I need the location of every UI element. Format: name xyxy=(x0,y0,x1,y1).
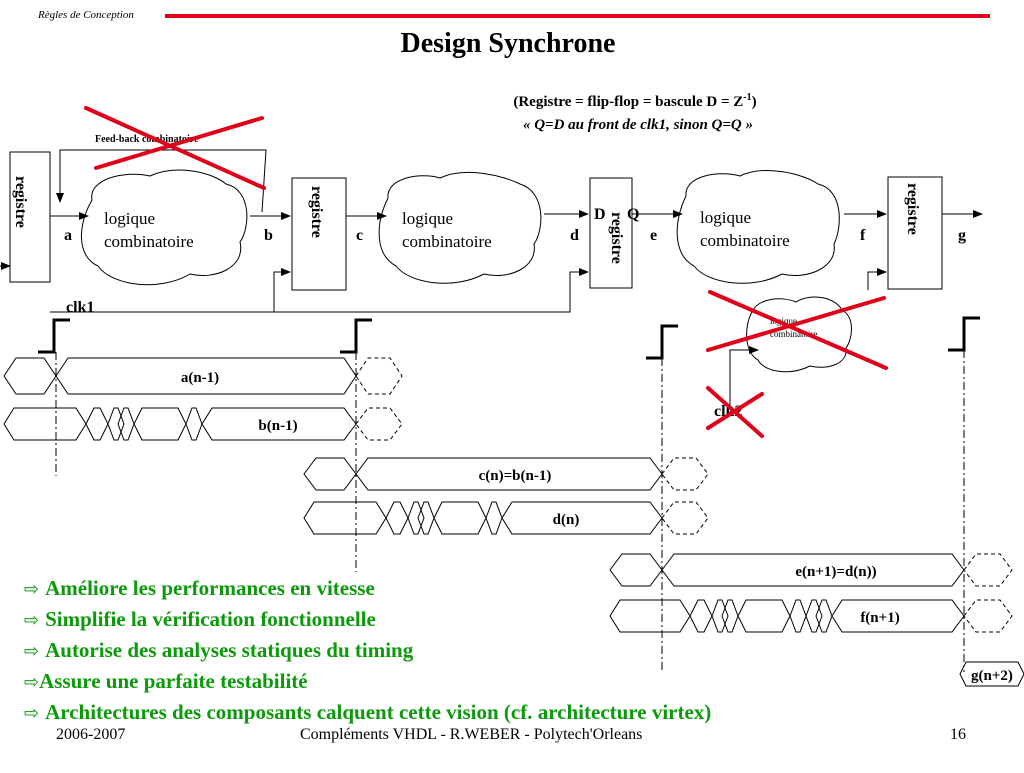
signal-b: b xyxy=(264,227,273,244)
signal-g: g xyxy=(958,227,966,244)
small-logic-line1: logique xyxy=(770,316,797,326)
timing-f-label: f(n+1) xyxy=(860,610,899,626)
timing-b-label: b(n-1) xyxy=(258,418,297,434)
logic-2-line1: logique xyxy=(402,209,453,228)
signal-e: e xyxy=(650,227,657,244)
arrow-right-icon: ⇨ xyxy=(24,641,40,662)
timing-a-label: a(n-1) xyxy=(181,370,219,386)
logic-1-line2: combinatoire xyxy=(104,232,194,251)
signal-d: d xyxy=(570,227,579,244)
timing-c-label: c(n)=b(n-1) xyxy=(479,468,552,484)
logic-cloud-1 xyxy=(81,169,248,286)
port-d: D xyxy=(594,206,606,223)
arrow-right-icon: ⇨ xyxy=(24,610,40,631)
logic-3-line2: combinatoire xyxy=(700,231,790,250)
feedback-label: Feed-back combinatoire xyxy=(95,134,199,145)
page-number: 16 xyxy=(950,726,966,743)
clock-edge-1 xyxy=(38,318,70,354)
arrow-right-icon: ⇨ xyxy=(24,703,40,724)
arrow-right-icon: ⇨ xyxy=(24,672,40,693)
page-title: Design Synchrone xyxy=(401,28,616,59)
clock-edge-2 xyxy=(340,318,372,354)
footer-year: 2006-2007 xyxy=(56,726,126,743)
register-3-label: registre xyxy=(608,212,625,264)
clk2-label: clk2 xyxy=(714,403,742,420)
small-logic-cross-icon xyxy=(706,290,888,370)
bullet-1: ⇨Améliore les performances en vitesse xyxy=(24,576,375,600)
register-2 xyxy=(291,177,347,291)
signal-c: c xyxy=(356,227,363,244)
clock-edge-4 xyxy=(948,316,980,352)
bullet-3: ⇨Autorise des analyses statiques du timi… xyxy=(24,638,414,662)
timing-d-label: d(n) xyxy=(553,512,580,528)
logic-3-line1: logique xyxy=(700,208,751,227)
arrow-right-icon: ⇨ xyxy=(24,579,40,600)
signal-a: a xyxy=(64,227,72,244)
logic-2-line2: combinatoire xyxy=(402,232,492,251)
signal-f: f xyxy=(860,227,866,244)
definition-line1: (Registre = flip-flop = bascule D = Z-1) xyxy=(513,92,756,110)
feedback-wire xyxy=(56,149,267,213)
port-q: Q xyxy=(627,206,639,223)
register-4-label: registre xyxy=(904,183,921,235)
register-4 xyxy=(887,176,943,290)
small-logic-line2: combinatoire xyxy=(770,329,817,339)
register-1 xyxy=(9,151,51,283)
clk2-wire xyxy=(729,346,759,408)
timing-g-label: g(n+2) xyxy=(971,668,1013,684)
bullet-2: ⇨Simplifie la vérification fonctionnelle xyxy=(24,607,376,631)
timing-e-label: e(n+1)=d(n)) xyxy=(795,564,876,580)
clk1-wire xyxy=(50,268,589,313)
logic-1-line1: logique xyxy=(104,209,155,228)
section-label: Règles de Conception xyxy=(37,9,134,21)
register-2-label: registre xyxy=(308,186,325,238)
definition-line2: « Q=D au front de clk1, sinon Q=Q » xyxy=(523,117,753,133)
feedback-cross-icon xyxy=(84,106,266,190)
bullet-4: ⇨Assure une parfaite testabilité xyxy=(24,669,308,693)
register-3 xyxy=(589,177,633,289)
clk2-cross-icon xyxy=(706,386,764,438)
bullet-5: ⇨Architectures des composants calquent c… xyxy=(24,700,712,724)
footer-course: Compléments VHDL - R.WEBER - Polytech'Or… xyxy=(300,726,643,743)
register-1-label: registre xyxy=(12,176,29,228)
logic-cloud-2 xyxy=(378,171,542,284)
logic-cloud-3 xyxy=(676,170,840,284)
clock-edge-3 xyxy=(646,324,678,360)
clk1-label: clk1 xyxy=(66,299,94,316)
